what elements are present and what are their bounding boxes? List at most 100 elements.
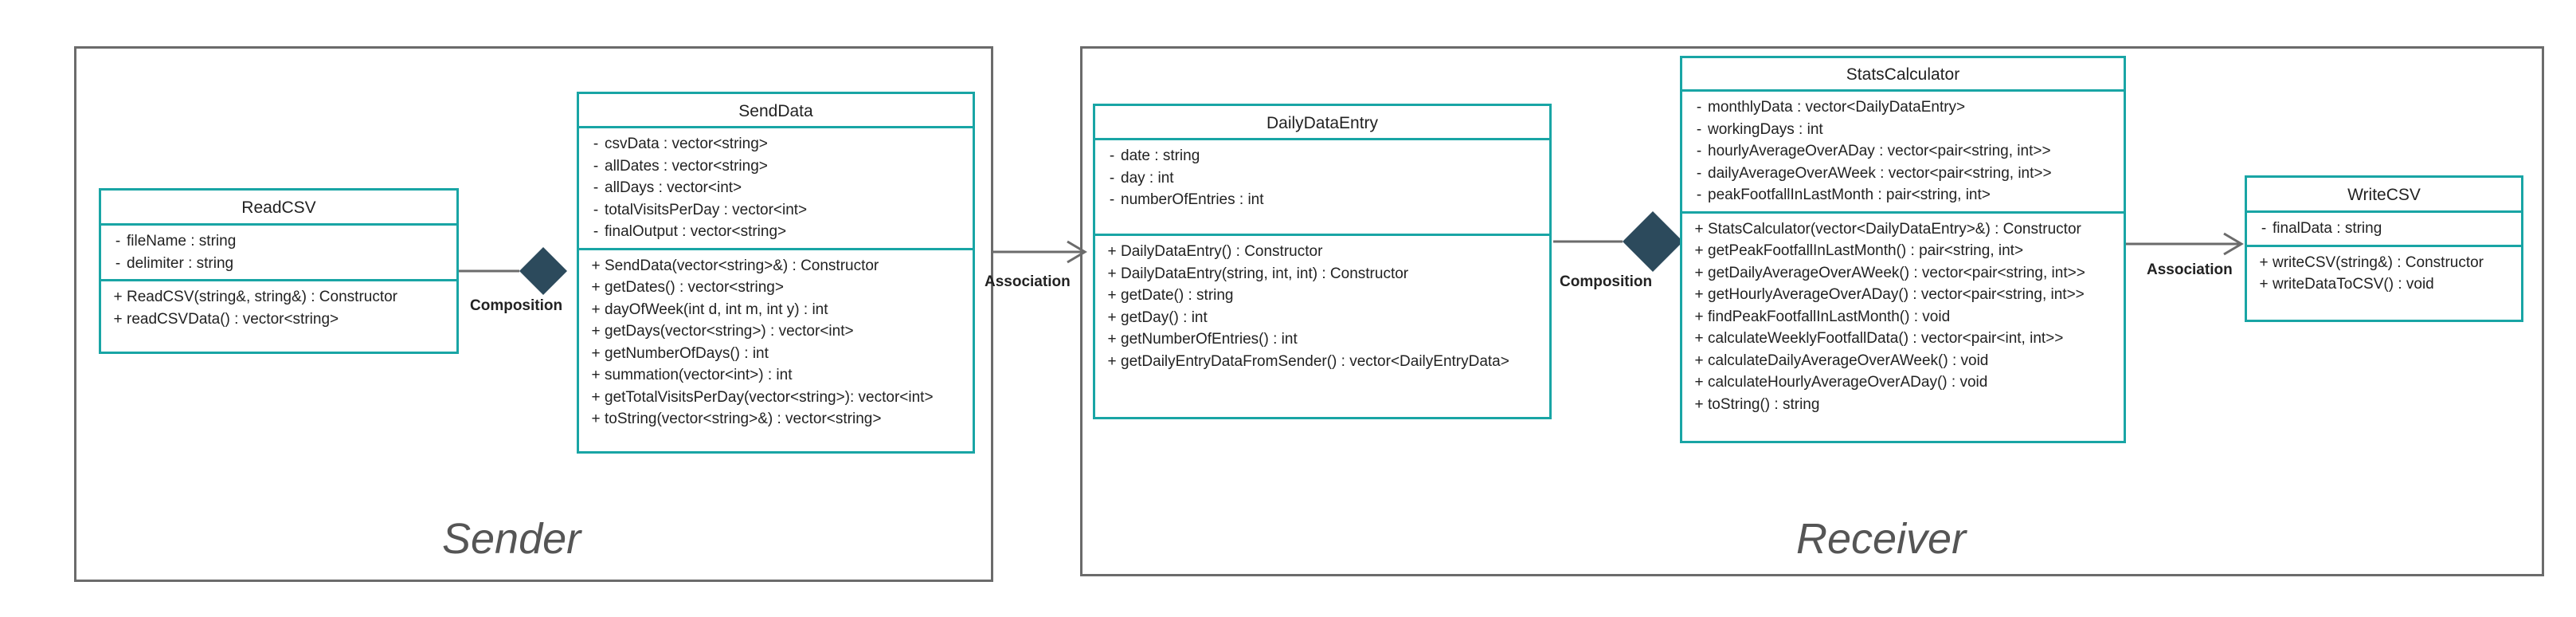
method-row: +writeDataToCSV() : void <box>2255 273 2513 296</box>
method-row: +getTotalVisitsPerDay(vector<string>): v… <box>587 387 965 409</box>
visibility-marker: - <box>593 201 599 218</box>
method-text: getNumberOfEntries() : int <box>1121 331 1298 348</box>
method-text: toString(vector<string>&) : vector<strin… <box>605 411 882 427</box>
method-row: +getDay() : int <box>1103 307 1541 329</box>
attribute-row: -monthlyData : vector<DailyDataEntry> <box>1690 96 2116 119</box>
method-row: +summation(vector<int>) : int <box>587 364 965 387</box>
visibility-marker: - <box>593 157 599 175</box>
attribute-row: -fileName : string <box>109 230 448 253</box>
method-row: +toString() : string <box>1690 394 2116 416</box>
attribute-text: monthlyData : vector<DailyDataEntry> <box>1708 99 1966 116</box>
attribute-text: workingDays : int <box>1708 120 1823 138</box>
visibility-marker: - <box>115 254 121 272</box>
visibility-marker: - <box>1696 120 1702 138</box>
methods-section: +StatsCalculator(vector<DailyDataEntry>&… <box>1682 214 2124 421</box>
visibility-marker: + <box>1694 330 1704 347</box>
attribute-text: allDays : vector<int> <box>605 179 742 196</box>
method-text: getHourlyAverageOverADay() : vector<pair… <box>1708 286 2085 303</box>
method-row: +getHourlyAverageOverADay() : vector<pai… <box>1690 284 2116 306</box>
method-text: calculateHourlyAverageOverADay() : void <box>1708 374 1988 391</box>
visibility-marker: + <box>1107 243 1117 260</box>
receiver-package <box>1080 46 2544 576</box>
method-text: writeDataToCSV() : void <box>2273 276 2434 293</box>
visibility-marker: + <box>113 310 123 328</box>
methods-section: +SendData(vector<string>&) : Constructor… <box>579 250 973 435</box>
method-text: StatsCalculator(vector<DailyDataEntry>&)… <box>1708 220 2081 238</box>
class-daily-data-entry[interactable]: DailyDataEntry -date : string-day : int-… <box>1093 104 1552 419</box>
visibility-marker: - <box>593 223 599 240</box>
class-title: SendData <box>579 94 973 128</box>
class-write-csv[interactable]: WriteCSV -finalData : string +writeCSV(s… <box>2245 175 2523 322</box>
receiver-package-label: Receiver <box>1796 515 1967 563</box>
attribute-row: -allDates : vector<string> <box>587 155 965 178</box>
visibility-marker: + <box>591 344 601 362</box>
method-row: +writeCSV(string&) : Constructor <box>2255 252 2513 274</box>
attribute-text: allDates : vector<string> <box>605 157 768 175</box>
class-stats-calculator[interactable]: StatsCalculator -monthlyData : vector<Da… <box>1680 56 2126 443</box>
visibility-marker: - <box>1109 147 1115 164</box>
visibility-marker: + <box>1107 331 1117 348</box>
visibility-marker: + <box>2259 253 2269 271</box>
association-label-right: Association <box>2147 261 2233 278</box>
method-row: +getPeakFootfallInLastMonth() : pair<str… <box>1690 240 2116 262</box>
visibility-marker: - <box>1109 169 1115 187</box>
visibility-marker: + <box>1694 395 1704 413</box>
visibility-marker: + <box>113 289 123 305</box>
composition-label-sender: Composition <box>470 297 563 314</box>
method-row: +DailyDataEntry(string, int, int) : Cons… <box>1103 263 1541 285</box>
composition-label-receiver: Composition <box>1560 273 1653 290</box>
sender-package-label: Sender <box>442 515 581 563</box>
method-row: +readCSVData() : vector<string> <box>109 308 448 331</box>
visibility-marker: + <box>1694 286 1704 303</box>
class-send-data[interactable]: SendData -csvData : vector<string>-allDa… <box>577 92 975 454</box>
visibility-marker: - <box>1109 191 1115 208</box>
method-text: SendData(vector<string>&) : Constructor <box>605 257 879 274</box>
method-row: +getDates() : vector<string> <box>587 277 965 299</box>
attribute-row: -peakFootfallInLastMonth : pair<string, … <box>1690 184 2116 206</box>
visibility-marker: + <box>1694 220 1704 238</box>
attribute-row: -csvData : vector<string> <box>587 133 965 155</box>
visibility-marker: + <box>1107 308 1117 326</box>
visibility-marker: - <box>593 136 599 152</box>
method-row: +getDays(vector<string>) : vector<int> <box>587 320 965 343</box>
attribute-row: -hourlyAverageOverADay : vector<pair<str… <box>1690 140 2116 163</box>
method-text: getPeakFootfallInLastMonth() : pair<stri… <box>1708 242 2024 259</box>
class-title: WriteCSV <box>2247 178 2521 213</box>
method-text: DailyDataEntry() : Constructor <box>1121 243 1323 260</box>
method-text: getDates() : vector<string> <box>605 279 784 296</box>
attribute-row: -totalVisitsPerDay : vector<int> <box>587 199 965 222</box>
method-row: +findPeakFootfallInLastMonth() : void <box>1690 306 2116 328</box>
method-row: +SendData(vector<string>&) : Constructor <box>587 255 965 277</box>
visibility-marker: - <box>1696 164 1702 182</box>
method-text: getDailyEntryDataFromSender() : vector<D… <box>1121 352 1509 370</box>
method-text: calculateDailyAverageOverAWeek() : void <box>1708 352 1989 369</box>
method-text: getDailyAverageOverAWeek() : vector<pair… <box>1708 264 2085 281</box>
methods-section: +ReadCSV(string&, string&) : Constructor… <box>101 281 456 335</box>
method-row: +getDate() : string <box>1103 285 1541 307</box>
attributes-section: -csvData : vector<string>-allDates : vec… <box>579 128 973 250</box>
method-row: +toString(vector<string>&) : vector<stri… <box>587 408 965 430</box>
class-read-csv[interactable]: ReadCSV -fileName : string-delimiter : s… <box>99 188 459 354</box>
method-text: calculateWeeklyFootfallData() : vector<p… <box>1708 330 2064 347</box>
method-text: getDate() : string <box>1121 287 1234 304</box>
visibility-marker: - <box>115 233 121 250</box>
method-row: +getDailyAverageOverAWeek() : vector<pai… <box>1690 262 2116 285</box>
attribute-text: dailyAverageOverAWeek : vector<pair<stri… <box>1708 164 2052 182</box>
attribute-text: date : string <box>1121 147 1200 164</box>
visibility-marker: - <box>593 179 599 196</box>
method-text: getTotalVisitsPerDay(vector<string>): ve… <box>605 388 934 406</box>
visibility-marker: + <box>1694 308 1704 325</box>
method-row: +calculateWeeklyFootfallData() : vector<… <box>1690 328 2116 350</box>
class-title: StatsCalculator <box>1682 58 2124 92</box>
attribute-text: numberOfEntries : int <box>1121 191 1264 208</box>
method-row: +dayOfWeek(int d, int m, int y) : int <box>587 299 965 321</box>
methods-section: +DailyDataEntry() : Constructor+DailyDat… <box>1095 236 1549 377</box>
attribute-row: -day : int <box>1103 167 1541 190</box>
method-text: ReadCSV(string&, string&) : Constructor <box>127 289 398 305</box>
visibility-marker: + <box>1107 265 1117 282</box>
visibility-marker: + <box>1107 287 1117 304</box>
attribute-row: -numberOfEntries : int <box>1103 189 1541 211</box>
method-text: getNumberOfDays() : int <box>605 344 769 362</box>
attribute-text: peakFootfallInLastMonth : pair<string, i… <box>1708 187 1991 203</box>
method-row: +calculateDailyAverageOverAWeek() : void <box>1690 350 2116 372</box>
